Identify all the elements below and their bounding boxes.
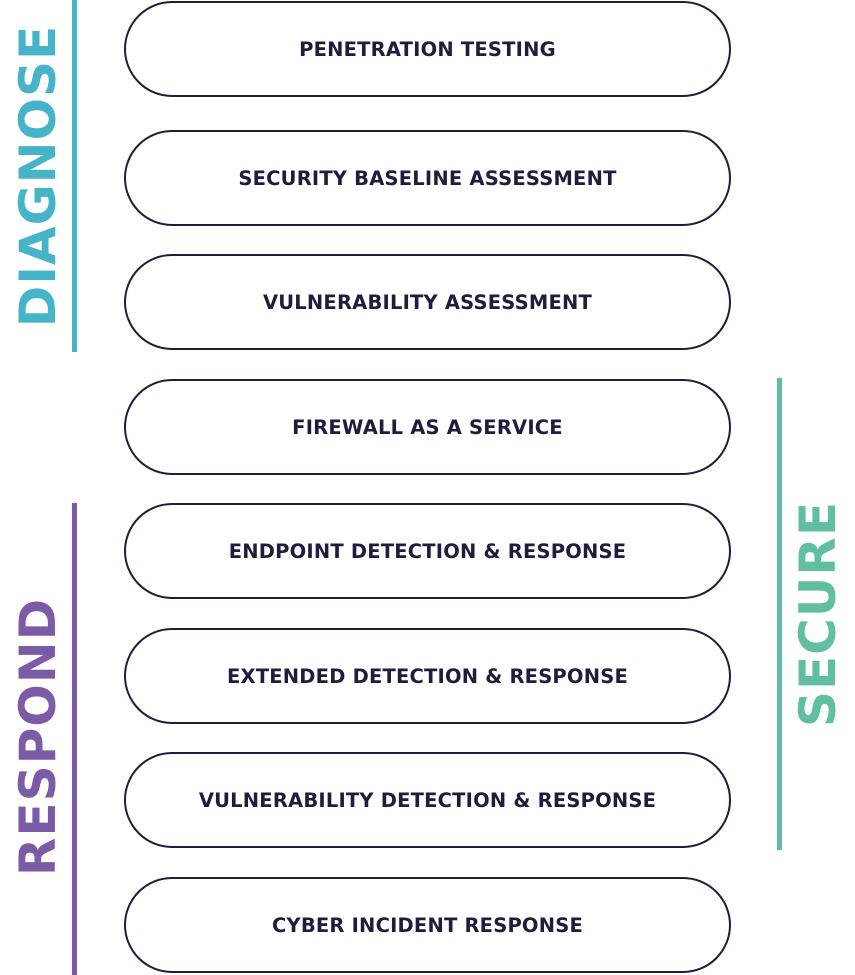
service-label: VULNERABILITY ASSESSMENT — [262, 290, 593, 314]
service-vulnerability-detection-response: VULNERABILITY DETECTION & RESPONSE — [124, 752, 731, 848]
service-security-baseline-assessment: SECURITY BASELINE ASSESSMENT — [124, 130, 731, 226]
service-label: CYBER INCIDENT RESPONSE — [271, 913, 583, 937]
service-endpoint-detection-response: ENDPOINT DETECTION & RESPONSE — [124, 503, 731, 599]
diagnose-bracket — [72, 0, 77, 352]
service-firewall-as-a-service: FIREWALL AS A SERVICE — [124, 379, 731, 475]
secure-bracket — [777, 378, 782, 850]
service-label: EXTENDED DETECTION & RESPONSE — [227, 664, 628, 688]
service-vulnerability-assessment: VULNERABILITY ASSESSMENT — [124, 254, 731, 350]
respond-bracket — [72, 503, 77, 975]
respond-label: RESPOND — [9, 597, 67, 877]
service-penetration-testing: PENETRATION TESTING — [124, 1, 731, 97]
service-label: VULNERABILITY DETECTION & RESPONSE — [198, 788, 657, 812]
service-label: SECURITY BASELINE ASSESSMENT — [238, 166, 617, 190]
diagnose-label: DIAGNOSE — [9, 24, 67, 328]
service-extended-detection-response: EXTENDED DETECTION & RESPONSE — [124, 628, 731, 724]
service-label: ENDPOINT DETECTION & RESPONSE — [228, 539, 627, 563]
service-label: PENETRATION TESTING — [299, 37, 556, 61]
service-cyber-incident-response: CYBER INCIDENT RESPONSE — [124, 877, 731, 973]
secure-label: SECURE — [789, 500, 847, 728]
service-label: FIREWALL AS A SERVICE — [292, 415, 563, 439]
